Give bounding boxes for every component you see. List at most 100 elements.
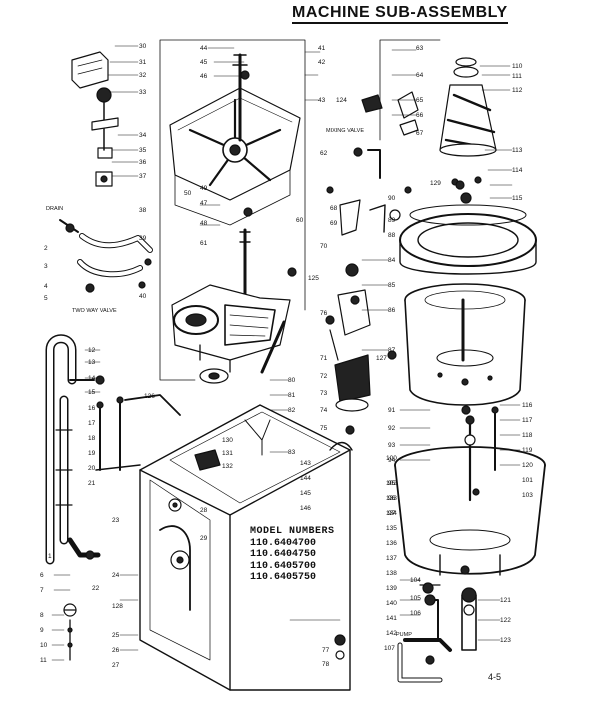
callout-119: 119 [522,447,533,454]
callout-128: 128 [112,603,123,610]
callout-22: 22 [92,585,100,592]
callout-73: 73 [320,390,328,397]
motor-assembly [325,263,371,435]
callout-141: 141 [386,615,397,622]
callout-61: 61 [200,240,208,247]
callout-121: 121 [500,597,511,604]
agitator [439,57,497,157]
callout-80: 80 [288,377,296,384]
callout-71: 71 [320,355,328,362]
callout-19: 19 [88,450,96,457]
callout-63: 63 [416,45,424,52]
callout-70: 70 [320,243,328,250]
callout-60: 60 [296,217,304,224]
leader-lines [51,45,521,661]
drain-tag: DRAIN [46,206,63,212]
callout-11: 11 [40,657,47,664]
callout-67: 67 [416,130,424,137]
callout-62: 62 [320,150,328,157]
callout-116: 116 [522,402,533,409]
spin-basket [404,283,526,406]
model-number: 110.6405750 [250,572,317,583]
callout-105: 105 [410,595,421,602]
callout-20: 20 [88,465,96,472]
callout-107: 107 [384,645,395,652]
callout-146: 146 [300,505,311,512]
callout-29: 29 [200,535,208,542]
callout-3: 3 [44,263,48,270]
callout-92: 92 [388,425,396,432]
diagram-title: MACHINE SUB-ASSEMBLY [292,4,508,24]
callout-91: 91 [388,407,396,414]
callout-130: 130 [222,437,233,444]
clamp-rods [63,394,181,661]
callout-38: 38 [139,207,147,214]
callout-74: 74 [320,407,328,414]
callout-137: 137 [386,555,397,562]
callout-49: 49 [200,185,208,192]
callout-129: 129 [430,180,441,187]
callout-134: 134 [386,510,397,517]
callout-76: 76 [320,310,328,317]
callout-23: 23 [112,517,120,524]
callout-15: 15 [88,389,96,396]
callout-26: 26 [112,647,120,654]
callout-127: 127 [376,355,387,362]
callout-12: 12 [88,347,96,354]
callout-35: 35 [139,147,147,154]
callout-145: 145 [300,490,311,497]
gearbox [171,228,291,384]
callout-143: 143 [300,460,311,467]
callout-120: 120 [522,462,533,469]
page-number: 4-5 [488,672,502,682]
callout-14: 14 [88,375,96,382]
callout-78: 78 [322,661,330,668]
callout-5: 5 [44,295,48,302]
model-number: 110.6404700 [250,537,317,549]
callout-10: 10 [40,642,48,649]
tub-ring [399,176,537,275]
callout-64: 64 [416,72,424,79]
model-numbers-heading: MODEL NUMBERS [250,526,335,537]
callout-88: 88 [388,232,396,239]
callout-115: 115 [512,195,523,202]
callout-140: 140 [386,600,397,607]
callout-85: 85 [388,282,396,289]
right-hardware [334,180,499,665]
model-number: 110.6404750 [250,549,317,560]
callout-125: 125 [308,275,319,282]
callout-47: 47 [200,200,208,207]
callout-34: 34 [139,132,147,139]
callout-39: 39 [139,235,147,242]
callout-33: 33 [139,89,147,96]
callout-69: 69 [330,220,338,227]
callout-27: 27 [112,662,120,669]
callout-96: 96 [388,495,396,502]
callout-16: 16 [88,405,96,412]
callout-90: 90 [388,195,396,202]
callout-89: 89 [388,217,396,224]
callout-1: 1 [48,553,52,560]
callout-43: 43 [318,97,326,104]
model-numbers-block: MODEL NUMBERS 110.6404700 110.6404750 11… [250,526,335,584]
callout-31: 31 [139,59,147,66]
bracket-assembly [71,51,119,187]
callout-40: 40 [139,293,147,300]
callout-84: 84 [388,257,396,264]
two-way-valve-tag: TWO WAY VALVE [72,308,117,314]
callout-86: 86 [388,307,396,314]
outer-tub [394,415,546,576]
callout-131: 131 [222,450,233,457]
callout-numbers: 30 31 32 33 34 35 36 37 44 45 46 41 42 4… [40,43,533,669]
callout-132: 132 [222,463,233,470]
drain-hoses [59,219,153,293]
callout-113: 113 [512,147,523,154]
callout-8: 8 [40,612,44,619]
callout-13: 13 [88,359,96,366]
callout-21: 21 [88,480,96,487]
callout-124: 124 [336,97,347,104]
callout-68: 68 [330,205,338,212]
callout-65: 65 [416,97,424,104]
callout-6: 6 [40,572,44,579]
